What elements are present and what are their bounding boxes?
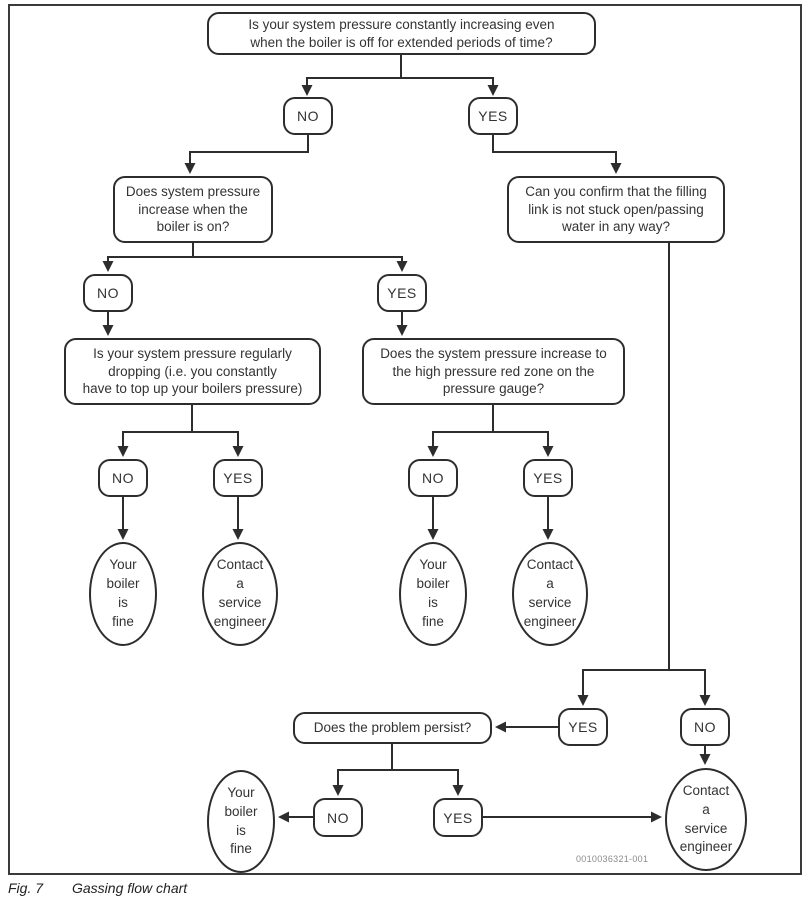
question-filling-link-stuck: Can you confirm that the filling link is… [507, 176, 725, 243]
decision-yes-2: YES [377, 274, 427, 312]
outcome-contact-engineer-1: Contact a service engineer [202, 542, 278, 646]
decision-yes-1: YES [468, 97, 518, 135]
document-code: 0010036321-001 [576, 854, 649, 864]
figure-number: Fig. 7 [8, 880, 44, 896]
decision-no-3a: NO [98, 459, 148, 497]
figure-caption: Fig. 7 Gassing flow chart [8, 880, 187, 896]
decision-no-1: NO [283, 97, 333, 135]
outcome-boiler-fine-2: Your boiler is fine [399, 542, 467, 646]
question-problem-persist: Does the problem persist? [293, 712, 492, 744]
decision-yes-3b: YES [523, 459, 573, 497]
decision-no-2: NO [83, 274, 133, 312]
outcome-boiler-fine-1: Your boiler is fine [89, 542, 157, 646]
outcome-boiler-fine-3: Your boiler is fine [207, 770, 275, 873]
decision-yes-4: YES [558, 708, 608, 746]
decision-no-4: NO [680, 708, 730, 746]
figure-title: Gassing flow chart [72, 880, 188, 896]
question-pressure-red-zone: Does the system pressure increase to the… [362, 338, 625, 405]
diagram-frame [8, 4, 802, 875]
decision-no-3b: NO [408, 459, 458, 497]
decision-no-5: NO [313, 798, 363, 837]
decision-yes-5: YES [433, 798, 483, 837]
question-pressure-increase-boiler-on: Does system pressure increase when the b… [113, 176, 273, 243]
decision-yes-3a: YES [213, 459, 263, 497]
question-pressure-increasing-when-off: Is your system pressure constantly incre… [207, 12, 596, 55]
question-pressure-regularly-dropping: Is your system pressure regularly droppi… [64, 338, 321, 405]
outcome-contact-engineer-2: Contact a service engineer [512, 542, 588, 646]
outcome-contact-engineer-3: Contact a service engineer [665, 768, 747, 871]
